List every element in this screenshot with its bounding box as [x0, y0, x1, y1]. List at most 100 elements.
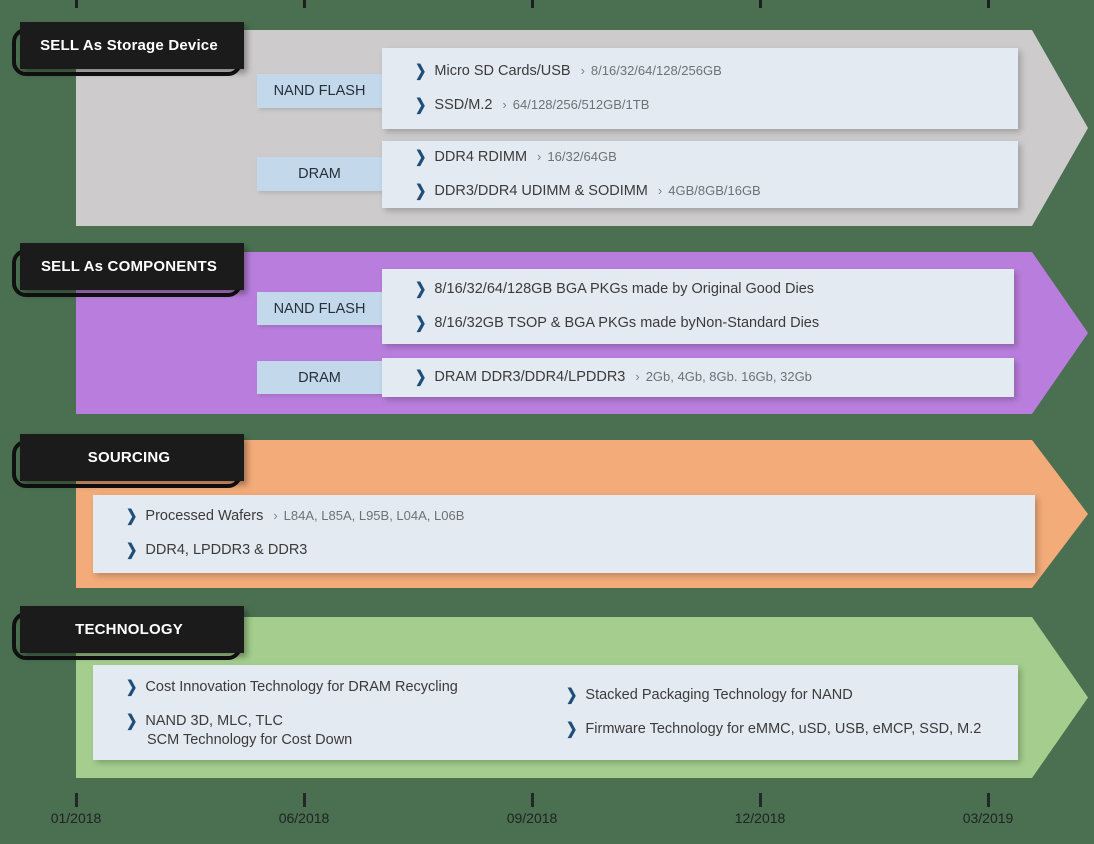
bullet-detail: 4GB/8GB/16GB	[668, 182, 761, 198]
bullet-label: Firmware Technology for eMMC, uSD, USB, …	[585, 720, 982, 737]
bullet-label: SSD/M.2	[434, 96, 493, 113]
chevron-bullet-icon: ❯	[415, 182, 427, 200]
panel-column-0: ❯ Processed Wafers › L84A, L85A, L95B, L04A…	[125, 495, 464, 573]
bullet-row: ❯ Processed Wafers › L84A, L85A, L95B, L04A…	[125, 507, 464, 527]
sub-chevron-icon: ›	[273, 508, 278, 523]
tag-body: SOURCING	[20, 434, 244, 481]
category-tag-sell-as-storage-device[interactable]: SELL As Storage Device	[6, 22, 250, 76]
bullet-item: ❯DDR3/DDR4 UDIMM & SODIMM›4GB/8GB/16GB	[414, 182, 761, 202]
bullet-label: Cost Innovation Technology for DRAM Recy…	[145, 678, 458, 695]
panel-column-0: ❯ Cost Innovation Technology for DRAM Rec…	[125, 665, 458, 760]
axis-tick-label: 01/2018	[50, 810, 102, 826]
content-panel-sell-as-components-1: ❯ DRAM DDR3/DDR4/LPDDR3 › 2Gb, 4Gb, 8Gb. 16…	[382, 358, 1014, 397]
content-panel-technology-0: ❯ Cost Innovation Technology for DRAM Rec…	[93, 665, 1018, 760]
sublabel-nand-flash: NAND FLASH	[257, 292, 382, 325]
sub-chevron-icon: ›	[580, 62, 585, 78]
chevron-bullet-icon: ❯	[415, 368, 427, 386]
axis-tick-label: 06/2018	[278, 810, 330, 826]
bullet-label: DDR4 RDIMM	[434, 148, 528, 165]
panel-column-0: ❯ Micro SD Cards/USB › 8/16/32/64/128/256GB…	[414, 48, 722, 129]
content-panel-sourcing-0: ❯ Processed Wafers › L84A, L85A, L95B, L04A…	[93, 495, 1035, 573]
bullet-item: ❯Stacked Packaging Technology for NAND	[565, 686, 981, 706]
panel-column-0: ❯ DRAM DDR3/DDR4/LPDDR3 › 2Gb, 4Gb, 8Gb. 16…	[414, 358, 812, 397]
bullet-row: ❯Stacked Packaging Technology for NAND	[565, 686, 981, 706]
bullet-label: 8/16/32/64/128GB BGA PKGs made by Origin…	[434, 280, 815, 297]
tag-body: SELL As Storage Device	[20, 22, 244, 69]
bullet-item: ❯ 8/16/32GB TSOP & BGA PKGs made byNon-St…	[414, 314, 819, 334]
bullet-label: NAND 3D, MLC, TLC	[145, 712, 283, 729]
chevron-bullet-icon: ❯	[126, 712, 138, 730]
chevron-bullet-icon: ❯	[415, 314, 427, 332]
content-panel-sell-as-components-0: ❯ 8/16/32/64/128GB BGA PKGs made by Origi…	[382, 269, 1014, 344]
tag-body: TECHNOLOGY	[20, 606, 244, 653]
bullet-item: ❯ Processed Wafers › L84A, L85A, L95B, L04A…	[125, 507, 464, 527]
category-tag-label: TECHNOLOGY	[75, 621, 183, 638]
chevron-bullet-icon: ❯	[415, 280, 427, 298]
chevron-bullet-icon: ❯	[566, 686, 578, 704]
bullet-row: ❯ NAND 3D, MLC, TLC	[125, 712, 458, 732]
bullet-detail: L84A, L85A, L95B, L04A, L06B	[283, 508, 465, 523]
bullet-label: Micro SD Cards/USB	[434, 62, 571, 79]
bullet-item: ❯ DRAM DDR3/DDR4/LPDDR3 › 2Gb, 4Gb, 8Gb. 16…	[414, 368, 812, 388]
bullet-label-line2: SCM Technology for Cost Down	[147, 731, 353, 748]
sublabel-nand-flash: NAND FLASH	[257, 74, 382, 108]
category-tag-label: SELL As Storage Device	[40, 37, 218, 54]
chevron-bullet-icon: ❯	[126, 542, 138, 559]
panel-column-1: ❯Stacked Packaging Technology for NAND❯F…	[565, 665, 981, 760]
chevron-bullet-icon: ❯	[415, 62, 427, 80]
bullet-item: ❯ Firmware Technology for eMMC, uSD, USB,…	[565, 720, 981, 740]
chevron-bullet-icon: ❯	[566, 720, 578, 738]
bullet-row: ❯ Cost Innovation Technology for DRAM Rec…	[125, 678, 458, 698]
bullet-label: DRAM DDR3/DDR4/LPDDR3	[434, 368, 626, 385]
sublabel-dram: DRAM	[257, 157, 382, 191]
bullet-item: ❯ DDR4, LPDDR3 & DDR3	[125, 541, 464, 561]
bullet-detail: 16/32/64GB	[547, 148, 617, 164]
bullet-label: 8/16/32GB TSOP & BGA PKGs made byNon-Sta…	[434, 314, 820, 331]
sublabel-dram: DRAM	[257, 361, 382, 394]
tag-body: SELL As COMPONENTS	[20, 243, 244, 290]
chevron-bullet-icon: ❯	[415, 96, 427, 114]
axis-tick	[987, 793, 990, 807]
bullet-row: ❯ DDR4 RDIMM › 16/32/64GB	[414, 148, 761, 168]
bullet-label: DDR3/DDR4 UDIMM & SODIMM	[434, 182, 648, 199]
bullet-row: ❯DDR3/DDR4 UDIMM & SODIMM›4GB/8GB/16GB	[414, 182, 761, 202]
sub-chevron-icon: ›	[502, 96, 507, 112]
bullet-detail: 8/16/32/64/128/256GB	[590, 62, 722, 78]
bullet-item: ❯ NAND 3D, MLC, TLC SCM Technology for Cos…	[125, 712, 458, 748]
bullet-row: ❯ 8/16/32GB TSOP & BGA PKGs made byNon-St…	[414, 314, 819, 334]
axis-tick	[303, 793, 306, 807]
category-tag-sourcing[interactable]: SOURCING	[6, 434, 250, 488]
bullet-label: Processed Wafers	[145, 508, 264, 524]
content-panel-sell-as-storage-device-0: ❯ Micro SD Cards/USB › 8/16/32/64/128/256GB…	[382, 48, 1018, 129]
panel-column-0: ❯ DDR4 RDIMM › 16/32/64GB ❯ DDR3/DDR4 UDIMM &…	[414, 141, 761, 208]
chevron-bullet-icon: ❯	[126, 678, 138, 696]
bullet-label: DDR4, LPDDR3 & DDR3	[145, 542, 308, 558]
category-tag-label: SELL As COMPONENTS	[40, 258, 218, 275]
axis-tick	[75, 793, 78, 807]
bullet-item: ❯ Cost Innovation Technology for DRAM Rec…	[125, 678, 458, 698]
category-tag-label: SOURCING	[87, 449, 171, 466]
bullet-row: ❯ Micro SD Cards/USB › 8/16/32/64/128/256GB	[414, 62, 722, 82]
sub-chevron-icon: ›	[635, 368, 640, 384]
bullet-item: ❯ DDR4 RDIMM › 16/32/64GB	[414, 148, 761, 168]
chevron-bullet-icon: ❯	[415, 148, 427, 166]
bullet-detail: 2Gb, 4Gb, 8Gb. 16Gb, 32Gb	[645, 368, 812, 384]
bullet-item: ❯ Micro SD Cards/USB › 8/16/32/64/128/256GB	[414, 62, 722, 82]
bullet-item: ❯ 8/16/32/64/128GB BGA PKGs made by Origi…	[414, 280, 819, 300]
sub-chevron-icon: ›	[537, 148, 542, 164]
axis-tick	[759, 793, 762, 807]
bullet-row: ❯ Firmware Technology for eMMC, uSD, USB,…	[565, 720, 981, 740]
bullet-detail: 64/128/256/512GB/1TB	[512, 96, 650, 112]
axis-tick-label: 03/2019	[962, 810, 1014, 826]
axis-tick	[531, 793, 534, 807]
panel-column-0: ❯ 8/16/32/64/128GB BGA PKGs made by Origi…	[414, 269, 819, 344]
bullet-row: ❯ 8/16/32/64/128GB BGA PKGs made by Origi…	[414, 280, 819, 300]
chevron-bullet-icon: ❯	[126, 508, 138, 525]
category-tag-technology[interactable]: TECHNOLOGY	[6, 606, 250, 660]
category-tag-sell-as-components[interactable]: SELL As COMPONENTS	[6, 243, 250, 297]
bullet-row: ❯ DRAM DDR3/DDR4/LPDDR3 › 2Gb, 4Gb, 8Gb. 16…	[414, 368, 812, 388]
content-panel-sell-as-storage-device-1: ❯ DDR4 RDIMM › 16/32/64GB ❯ DDR3/DDR4 UDIMM &…	[382, 141, 1018, 208]
bullet-row: ❯ SSD/M.2 › 64/128/256/512GB/1TB	[414, 96, 722, 116]
bullet-item: ❯ SSD/M.2 › 64/128/256/512GB/1TB	[414, 96, 722, 116]
